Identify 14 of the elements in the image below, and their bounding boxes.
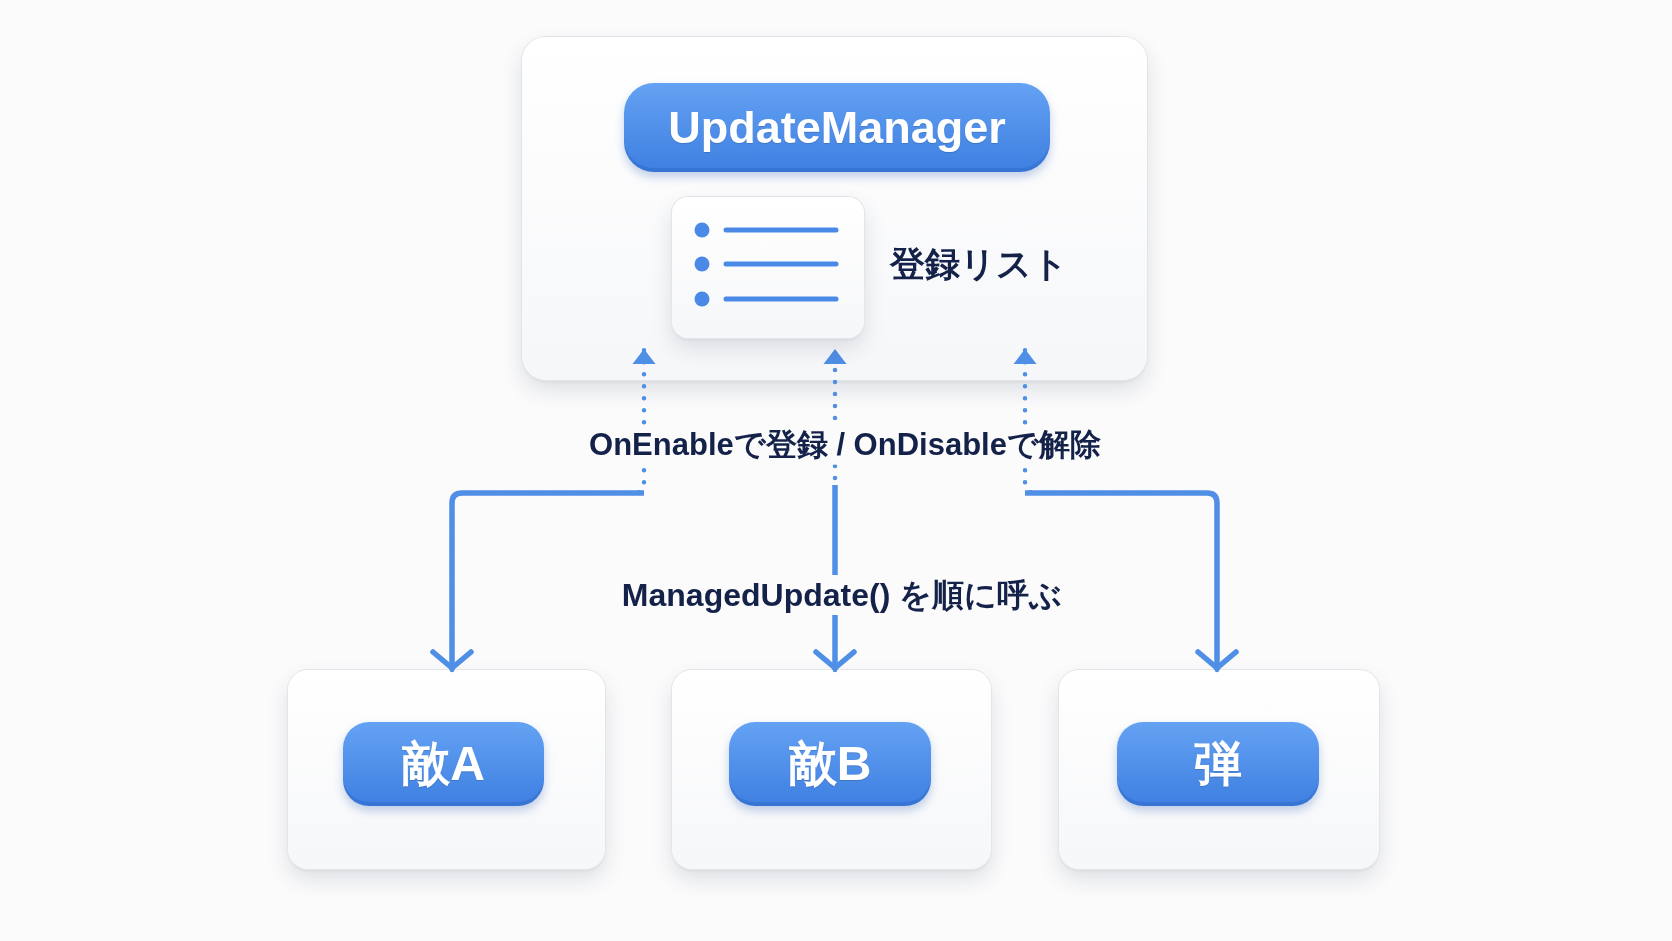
name-badge: 敵A: [343, 722, 544, 806]
title-badge: UpdateManager: [624, 83, 1050, 172]
list-label: 登録リスト: [890, 243, 1068, 285]
manager-card: [522, 37, 1147, 380]
list-card: [672, 197, 864, 338]
object-card: [1059, 670, 1379, 869]
dotted-arrow: [449, 347, 656, 673]
object-card: [672, 670, 991, 869]
name-badge: 弾: [1117, 722, 1319, 806]
name-badge: 敵B: [729, 722, 931, 806]
dotted-arrow: [1013, 347, 1220, 673]
object-card: [288, 670, 605, 869]
arrow: [430, 490, 644, 671]
arrow: [1025, 490, 1239, 671]
